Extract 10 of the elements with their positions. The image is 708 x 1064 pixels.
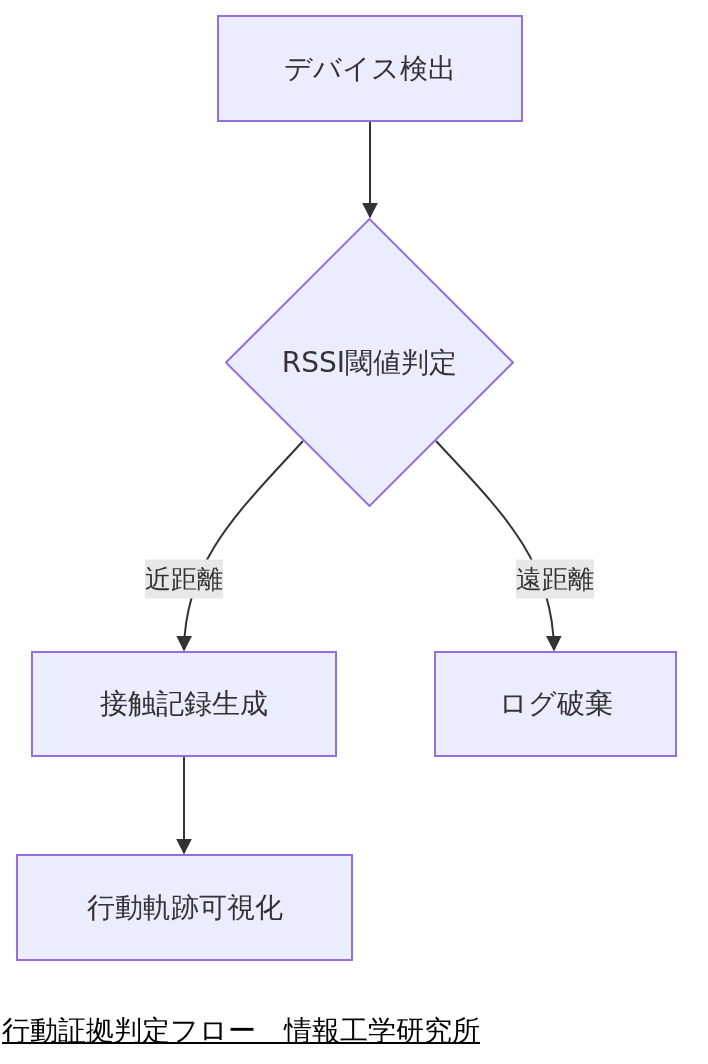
process-box: 接触記録生成 — [31, 651, 337, 757]
arrow — [176, 756, 192, 855]
edge-label: 近距離 — [145, 559, 223, 599]
process-box: ログ破棄 — [434, 651, 677, 757]
decision-diamond: RSSI閾値判定 — [225, 218, 514, 507]
caption: 行動証拠判定フロー 情報工学研究所 — [2, 1013, 480, 1049]
edge-label: 遠距離 — [516, 559, 594, 599]
process-box: 行動軌跡可視化 — [16, 854, 353, 961]
process-box: デバイス検出 — [217, 15, 523, 122]
arrow — [362, 121, 378, 219]
